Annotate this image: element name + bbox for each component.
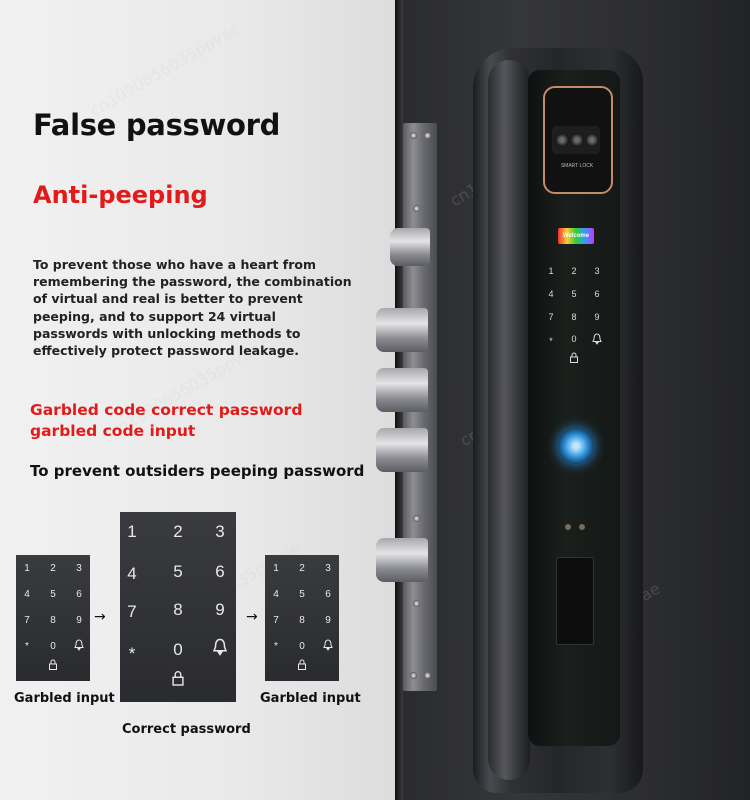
garbled-line-2: garbled code input <box>30 422 196 440</box>
lock-icon[interactable] <box>567 352 581 365</box>
indicator-dot <box>579 524 585 530</box>
page-title: False password <box>33 108 281 142</box>
lock-key-8[interactable]: 8 <box>571 312 577 322</box>
camera-lens <box>570 133 584 147</box>
lock-icon <box>45 659 61 673</box>
latch-bolt <box>376 368 428 412</box>
key-2: 2 <box>299 563 305 574</box>
key-4: 4 <box>127 564 137 583</box>
prevent-peeping-text: To prevent outsiders peeping password <box>30 462 365 480</box>
key-6: 6 <box>76 589 82 600</box>
key-8: 8 <box>173 600 183 619</box>
feature-subtitle: Anti-peeping <box>33 181 208 209</box>
key-7: 7 <box>273 615 279 626</box>
screw <box>413 600 420 607</box>
screw <box>413 205 420 212</box>
key-3: 3 <box>76 563 82 574</box>
deadbolt <box>390 228 430 266</box>
lock-key-1[interactable]: 1 <box>548 266 554 276</box>
keypad-correct-center: 1 2 3 4 5 6 7 8 9 * 0 <box>120 512 236 702</box>
caption-garbled-left: Garbled input <box>14 691 115 706</box>
lock-key-star[interactable]: * <box>549 336 553 346</box>
status-screen: Welcome <box>558 228 594 244</box>
screw <box>410 132 417 139</box>
key-9: 9 <box>215 600 225 619</box>
key-1: 1 <box>24 563 30 574</box>
lock-key-9[interactable]: 9 <box>594 312 600 322</box>
key-6: 6 <box>215 562 225 581</box>
lock-key-0[interactable]: 0 <box>571 334 577 344</box>
caption-correct-password: Correct password <box>122 722 251 737</box>
camera-lens <box>585 133 599 147</box>
screw <box>424 672 431 679</box>
camera-lens <box>555 133 569 147</box>
latch-bolt <box>376 428 428 472</box>
bell-icon <box>320 639 336 654</box>
key-8: 8 <box>50 615 56 626</box>
latch-bolt <box>376 308 428 352</box>
key-9: 9 <box>325 615 331 626</box>
lock-key-3[interactable]: 3 <box>594 266 600 276</box>
key-5: 5 <box>299 589 305 600</box>
keypad-garbled-left: 1 2 3 4 5 6 7 8 9 * 0 <box>16 555 90 681</box>
latch-bolt <box>376 538 428 582</box>
arrow-icon: → <box>246 609 258 625</box>
key-2: 2 <box>50 563 56 574</box>
lock-icon <box>294 659 310 673</box>
brand-label: SMART LOCK <box>560 163 594 169</box>
lock-key-4[interactable]: 4 <box>548 289 554 299</box>
screen-text: Welcome <box>562 233 590 239</box>
key-7: 7 <box>24 615 30 626</box>
key-4: 4 <box>24 589 30 600</box>
keypad-garbled-right: 1 2 3 4 5 6 7 8 9 * 0 <box>265 555 339 681</box>
key-cover-slot[interactable] <box>556 557 594 645</box>
key-4: 4 <box>273 589 279 600</box>
key-1: 1 <box>273 563 279 574</box>
arrow-icon: → <box>94 609 106 625</box>
indicator-dot <box>565 524 571 530</box>
feature-description: To prevent those who have a heart from r… <box>33 257 352 359</box>
key-star: * <box>25 641 29 652</box>
key-5: 5 <box>50 589 56 600</box>
fingerprint-sensor[interactable] <box>558 428 594 464</box>
key-5: 5 <box>173 562 183 581</box>
bell-icon[interactable] <box>590 333 604 347</box>
caption-garbled-right: Garbled input <box>260 691 361 706</box>
screw <box>413 515 420 522</box>
garbled-line-1: Garbled code correct password <box>30 401 303 419</box>
key-1: 1 <box>127 522 137 541</box>
lock-key-5[interactable]: 5 <box>571 289 577 299</box>
key-0: 0 <box>173 640 183 659</box>
key-8: 8 <box>299 615 305 626</box>
lock-key-2[interactable]: 2 <box>571 266 577 276</box>
key-2: 2 <box>173 522 183 541</box>
key-0: 0 <box>50 641 56 652</box>
key-9: 9 <box>76 615 82 626</box>
lock-key-7[interactable]: 7 <box>548 312 554 322</box>
lock-icon <box>166 670 190 691</box>
key-star: * <box>274 641 278 652</box>
bell-icon <box>71 639 87 654</box>
key-7: 7 <box>127 602 137 621</box>
bell-icon <box>208 638 232 661</box>
screw <box>410 672 417 679</box>
key-3: 3 <box>325 563 331 574</box>
key-3: 3 <box>215 522 225 541</box>
screw <box>424 132 431 139</box>
key-0: 0 <box>299 641 305 652</box>
lock-key-6[interactable]: 6 <box>594 289 600 299</box>
lock-handle[interactable] <box>488 60 530 780</box>
key-6: 6 <box>325 589 331 600</box>
key-star: * <box>128 644 136 663</box>
